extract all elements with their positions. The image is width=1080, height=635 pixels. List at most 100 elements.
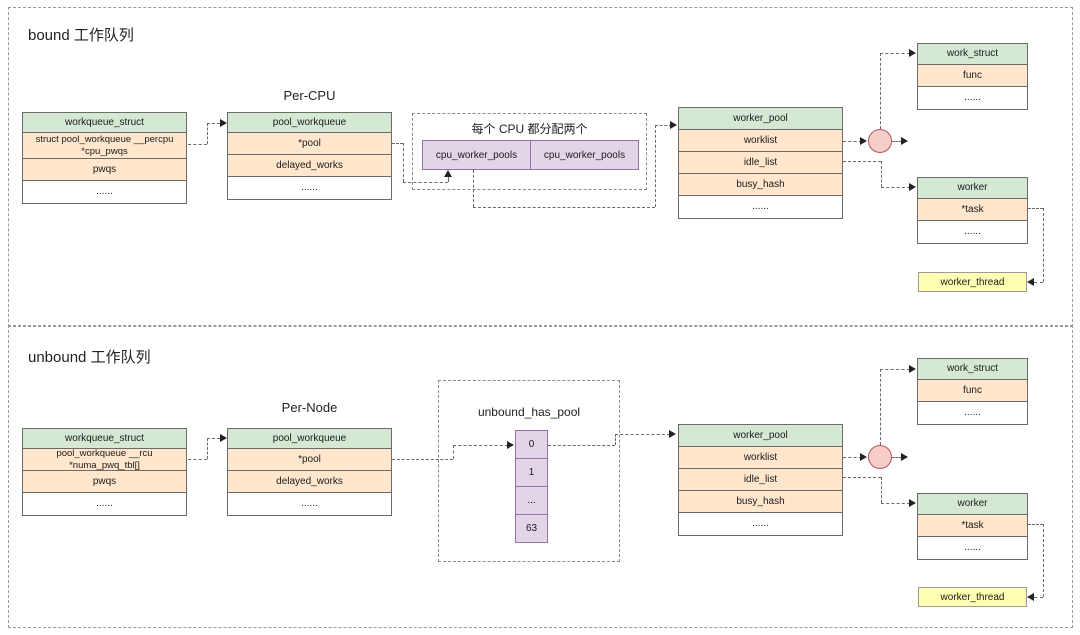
worker-thread-box: worker_thread (918, 587, 1027, 607)
table-row: pwqs (23, 159, 186, 181)
arrowhead-icon (909, 365, 916, 373)
connector-line (448, 177, 449, 182)
cpu-pools-group-box: 每个 CPU 都分配两个 (412, 113, 647, 190)
table-row: idle_list (679, 469, 842, 491)
hash-pool-cell: 0 (515, 430, 548, 459)
connector-line (473, 207, 655, 208)
connector-line (188, 459, 207, 460)
per-node-label: Per-Node (281, 400, 338, 415)
table-row: struct pool_workqueue __percpu *cpu_pwqs (23, 133, 186, 159)
connector-line (207, 438, 208, 459)
connector-line (392, 143, 403, 144)
hash-pool-cell: 63 (515, 514, 548, 543)
work-struct-table: work_struct func ...... (917, 358, 1028, 425)
arrowhead-icon (901, 137, 908, 145)
hash-pool-stack: 0 1 ... 63 (515, 430, 548, 543)
arrowhead-icon (220, 119, 227, 127)
table-row: *pool (228, 133, 391, 155)
table-header-row: worker (918, 494, 1027, 515)
table-row: *pool (228, 449, 391, 471)
table-header-row: worker (918, 178, 1027, 199)
connector-line (453, 445, 508, 446)
pool-workqueue-table: pool_workqueue *pool delayed_works .....… (227, 112, 392, 200)
table-row: pool_workqueue __rcu *numa_pwq_tbl[] (23, 448, 186, 471)
pool-node-circle (868, 129, 892, 153)
table-header-row: work_struct (918, 359, 1027, 380)
connector-line (843, 457, 862, 458)
table-row: ...... (23, 493, 186, 515)
connector-line (1028, 208, 1043, 209)
connector-line (881, 477, 882, 503)
arrowhead-icon (670, 121, 677, 129)
table-header-row: worker_pool (679, 108, 842, 130)
table-row: ...... (228, 177, 391, 199)
table-row: ...... (679, 196, 842, 218)
table-row: ...... (679, 513, 842, 535)
table-row: func (918, 380, 1027, 402)
worker-pool-table: worker_pool worklist idle_list busy_hash… (678, 424, 843, 536)
connector-line (655, 125, 672, 126)
connector-line (881, 161, 882, 187)
connector-line (1028, 524, 1043, 525)
table-row: ...... (918, 537, 1027, 559)
arrowhead-icon (444, 170, 452, 177)
table-row: busy_hash (679, 174, 842, 196)
table-row: *task (918, 199, 1027, 221)
arrowhead-icon (669, 430, 676, 438)
cpu-worker-pools-bar: cpu_worker_pools cpu_worker_pools (422, 140, 639, 170)
connector-line (1043, 524, 1044, 597)
connector-line (1043, 208, 1044, 282)
table-header-row: workqueue_struct (23, 113, 186, 133)
connector-line (843, 161, 881, 162)
connector-line (843, 477, 881, 478)
arrowhead-icon (1027, 278, 1034, 286)
table-row: delayed_works (228, 155, 391, 177)
connector-line (1034, 282, 1043, 283)
table-row: delayed_works (228, 471, 391, 493)
connector-line (880, 53, 910, 54)
table-row: idle_list (679, 152, 842, 174)
worker-table: worker *task ...... (917, 493, 1028, 560)
unbound-section-title: unbound 工作队列 (28, 349, 151, 366)
per-cpu-label: Per-CPU (283, 88, 336, 103)
arrowhead-icon (909, 49, 916, 57)
connector-line (880, 53, 881, 129)
cpu-worker-pools-cell: cpu_worker_pools (530, 140, 639, 170)
table-row: *task (918, 515, 1027, 537)
connector-line (403, 143, 404, 182)
table-row: worklist (679, 447, 842, 469)
cpu-worker-pools-cell: cpu_worker_pools (422, 140, 531, 170)
table-header-row: work_struct (918, 44, 1027, 65)
workqueue-struct-table: workqueue_struct pool_workqueue __rcu *n… (22, 428, 187, 516)
hash-pool-cell: ... (515, 486, 548, 515)
table-row: ...... (23, 181, 186, 203)
arrowhead-icon (1027, 593, 1034, 601)
connector-line (403, 182, 448, 183)
workqueue-struct-table: workqueue_struct struct pool_workqueue _… (22, 112, 187, 204)
table-header-row: pool_workqueue (228, 429, 391, 449)
table-row: ...... (918, 402, 1027, 424)
connector-line (655, 125, 656, 207)
connector-line (881, 503, 910, 504)
connector-line (548, 445, 615, 446)
connector-line (207, 438, 220, 439)
connector-line (453, 445, 454, 459)
connector-line (880, 369, 881, 445)
hash-pool-cell: 1 (515, 458, 548, 487)
table-row: ...... (918, 221, 1027, 243)
connector-line (1034, 597, 1043, 598)
connector-line (392, 459, 453, 460)
arrowhead-icon (220, 434, 227, 442)
unbound-section-box (8, 325, 1073, 628)
worker-pool-table: worker_pool worklist idle_list busy_hash… (678, 107, 843, 219)
table-row: ...... (228, 493, 391, 515)
connector-line (881, 187, 910, 188)
arrowhead-icon (909, 183, 916, 191)
unbound-hash-pool-label: unbound_has_pool (477, 405, 581, 419)
worker-thread-box: worker_thread (918, 272, 1027, 292)
table-row: func (918, 65, 1027, 87)
pool-workqueue-table: pool_workqueue *pool delayed_works .....… (227, 428, 392, 516)
connector-line (843, 141, 862, 142)
connector-line (892, 141, 902, 142)
